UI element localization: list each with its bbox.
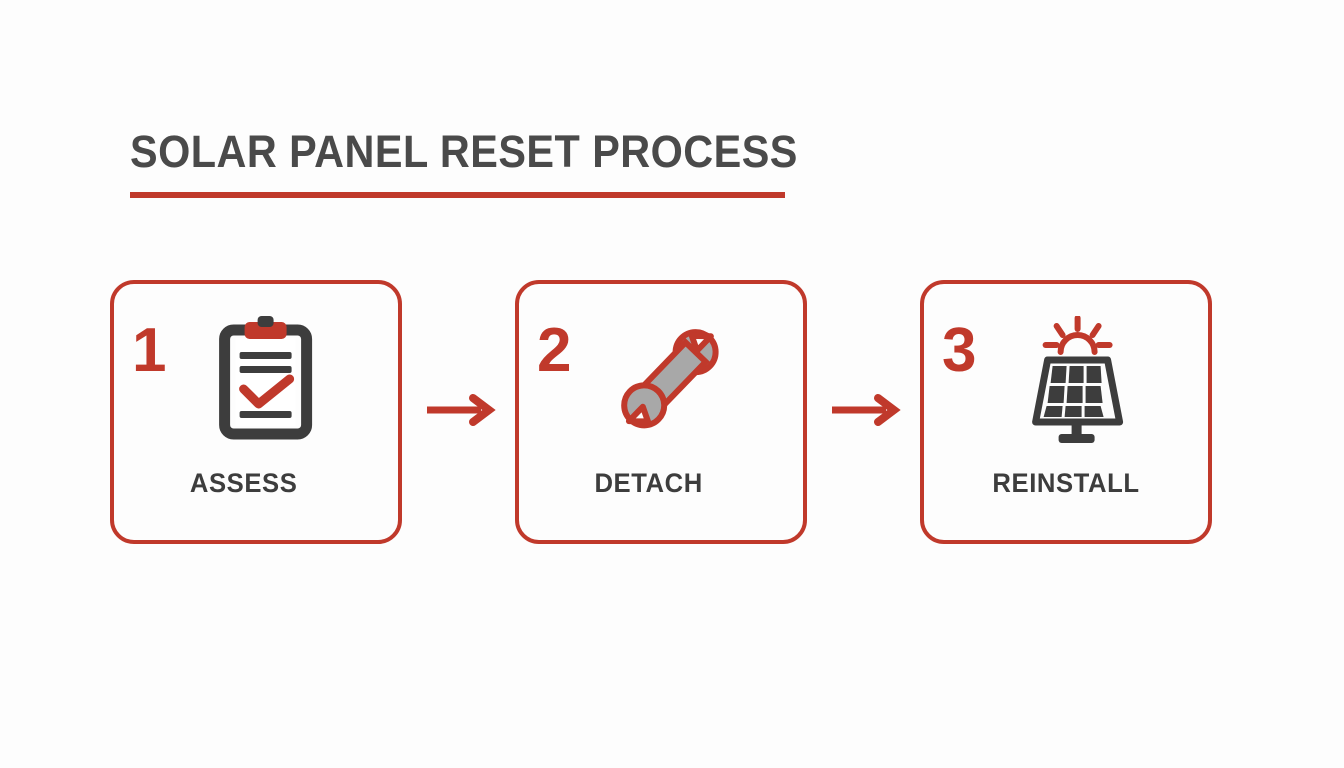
step-card-assess[interactable]: 1 ASSESS <box>110 280 402 544</box>
step-number: 1 <box>132 316 167 385</box>
arrow-right-icon <box>830 390 904 430</box>
step-label: REINSTALL <box>992 468 1140 498</box>
step-label: ASSESS <box>189 468 298 498</box>
process-flow: 1 ASSESS <box>0 280 1344 548</box>
title-block: SOLAR PANEL RESET PROCESS <box>130 126 1030 198</box>
step-label: DETACH <box>594 468 703 498</box>
clipboard-check-icon <box>206 316 326 446</box>
step-card-reinstall[interactable]: 3 <box>920 280 1212 544</box>
wrench-icon <box>611 316 731 446</box>
page-title: SOLAR PANEL RESET PROCESS <box>130 126 798 177</box>
step-number: 3 <box>942 316 977 385</box>
solar-panel-icon <box>1016 315 1136 446</box>
arrow-right-icon <box>425 390 499 430</box>
step-card-detach[interactable]: 2 DETACH <box>515 280 807 544</box>
title-underline <box>130 192 785 198</box>
step-number: 2 <box>537 316 572 385</box>
